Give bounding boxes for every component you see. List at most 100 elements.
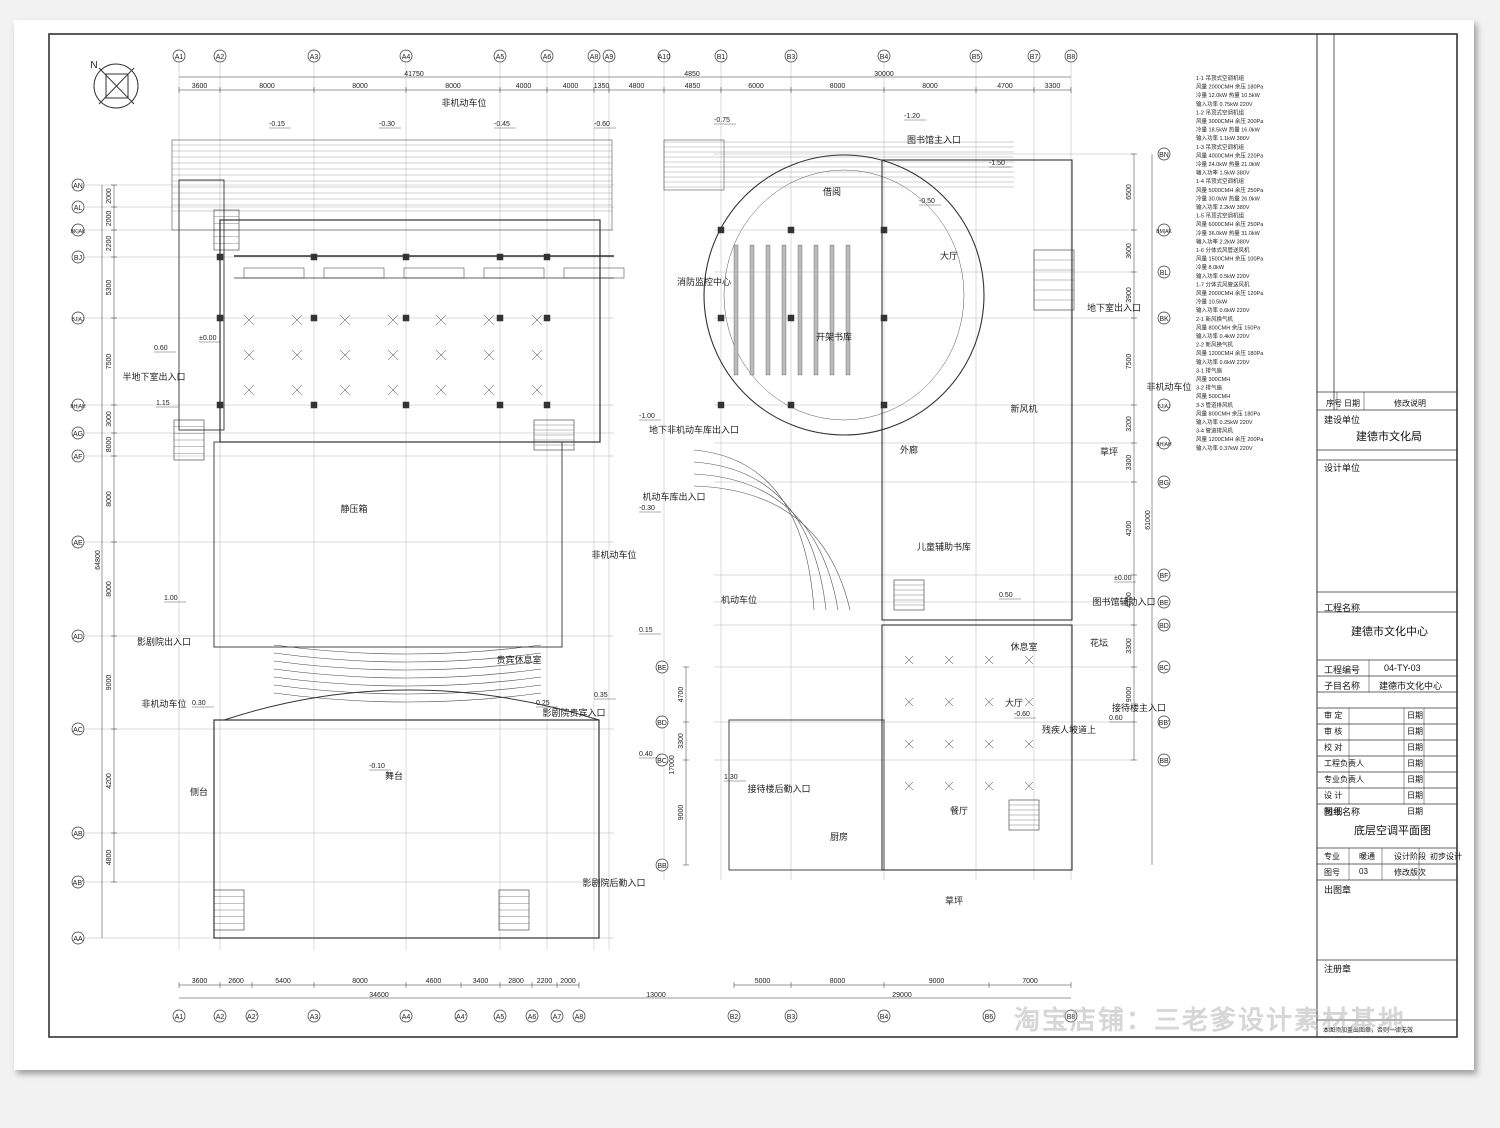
legend-line: 冷量 30.0kW 热量 26.0kW — [1196, 194, 1261, 202]
dim-bottom-right-text: 8000 — [830, 978, 846, 985]
axis-left-label: BJ|AJ — [72, 317, 85, 323]
diffuser-mark — [243, 314, 255, 326]
seat-row — [273, 676, 542, 687]
axis-mid-bubble — [655, 753, 669, 767]
dim-right-text: 4700 — [1126, 592, 1133, 608]
book-shelf — [829, 244, 835, 376]
axis-bottom-bubble — [525, 1009, 539, 1023]
reception-building — [881, 624, 1073, 871]
dim-mid-text: 4700 — [678, 687, 685, 703]
dim-top-text: 4000 — [516, 83, 532, 90]
column — [880, 226, 888, 234]
level-mark: -1.20 — [904, 113, 920, 120]
axis-bottom-bubble — [245, 1009, 259, 1023]
axis-bottom-bubble — [493, 1009, 507, 1023]
legend-line: 输入功率 2.2kW 380V — [1196, 203, 1250, 211]
legend-line: 风量 500CMH — [1196, 393, 1230, 400]
level-mark: ±0.00 — [199, 335, 217, 342]
legend-line: 输入功率 1.5kW 380V — [1196, 169, 1250, 177]
dim-left-text: 8000 — [106, 491, 113, 507]
axis-bottom-label: A1 — [175, 1014, 184, 1021]
north-label: N — [90, 60, 97, 71]
diffuser-mark — [435, 349, 447, 361]
room-label: 影剧院贵宾入口 — [542, 707, 605, 718]
axis-right-label: BB — [1159, 758, 1169, 765]
axis-right-label: BC — [1159, 665, 1169, 672]
dim-top-text: 8000 — [830, 83, 846, 90]
kitchen-block — [728, 719, 885, 871]
legend-line: 冷量 8.0kW — [1196, 263, 1225, 271]
dim-mid-text: 3300 — [678, 733, 685, 749]
revision-label: 修改版次 — [1394, 868, 1426, 877]
diffuser-mark — [387, 314, 399, 326]
sign-date-label: 日期 — [1407, 711, 1423, 720]
axis-left-label: AN — [73, 183, 83, 190]
dim-right-text: 7500 — [1126, 354, 1133, 370]
diffuser-mark — [904, 739, 914, 749]
legend-line: 1-1 吊顶式空调机组 — [1196, 74, 1244, 82]
axis-bottom-bubble — [784, 1009, 798, 1023]
theater-stage-block — [213, 719, 600, 939]
room-label: 消防监控中心 — [677, 276, 731, 287]
column — [787, 314, 795, 322]
legend-line: 2-2 新风换气机 — [1196, 341, 1233, 349]
seat-row — [273, 684, 542, 695]
axis-bottom-label: A2 — [216, 1014, 225, 1021]
dim-bottom-text: 2600 — [228, 978, 244, 985]
legend-line: 冷量 36.0kW 热量 31.0kW — [1196, 229, 1261, 237]
dim-top-text: 8000 — [259, 83, 275, 90]
axis-top-label: A3 — [310, 54, 319, 61]
axis-top-label: B4 — [880, 54, 889, 61]
room-label: 图书馆辅助入口 — [1092, 596, 1155, 607]
column — [216, 314, 224, 322]
dim-top-text: 8000 — [445, 83, 461, 90]
diffuser-mark — [531, 349, 543, 361]
diffuser-mark — [243, 349, 255, 361]
level-mark: 0.15 — [639, 627, 653, 634]
legend-line: 风量 1500CMH 余压 100Pa — [1196, 255, 1264, 263]
axis-bottom-bubble — [213, 1009, 227, 1023]
legend-line: 输入功率 0.6kW 220V — [1196, 306, 1250, 314]
atrium-hall — [213, 441, 563, 648]
diffuser-mark — [984, 781, 994, 791]
level-mark: 0.25 — [536, 700, 550, 707]
dim-total-bottom: 34600 — [369, 992, 389, 999]
diffuser-mark — [984, 739, 994, 749]
item-name: 建德市文化中心 — [1379, 681, 1443, 691]
axis-bottom-bubble — [877, 1009, 891, 1023]
legend-line: 风量 4000CMH 余压 220Pa — [1196, 151, 1264, 159]
room-label: 大厅 — [940, 250, 958, 261]
sign-role: 工程负责人 — [1324, 759, 1364, 768]
dim-bottom-right-text: 5000 — [755, 978, 771, 985]
level-mark: 0.30 — [192, 700, 206, 707]
legend-line: 输入功率 0.4kW 220V — [1196, 332, 1250, 340]
dim-top-text: 3600 — [192, 83, 208, 90]
dim-left-text: 2000 — [106, 188, 113, 204]
design-unit-label: 设计单位 — [1324, 463, 1361, 473]
room-label: 接待楼后勤入口 — [747, 783, 810, 794]
right-canopy — [663, 139, 725, 191]
legend-line: 1-3 吊顶式空调机组 — [1196, 143, 1244, 151]
room-label: 大厅 — [1005, 697, 1023, 708]
legend-line: 1-6 分体式风管送风机 — [1196, 246, 1250, 254]
axis-right-bubble — [1157, 595, 1171, 609]
diffuser-mark — [944, 697, 954, 707]
seal-label: 注册章 — [1324, 964, 1352, 974]
level-mark: -0.60 — [1014, 711, 1030, 718]
axis-top-label: B3 — [787, 54, 796, 61]
column — [880, 401, 888, 409]
book-shelf — [749, 244, 755, 376]
diffuser-mark — [339, 314, 351, 326]
legend-line: 输入功率 2.2kW 380V — [1196, 237, 1250, 245]
axis-right-bubble — [1157, 147, 1171, 161]
legend-line: 1-4 吊顶式空调机组 — [1196, 177, 1244, 185]
legend-line: 输入功率 0.6kW 220V — [1196, 358, 1250, 366]
dim-mid-text: 9000 — [678, 805, 685, 821]
client-label: 建设单位 — [1324, 415, 1361, 425]
dim-top-gap: 4850 — [684, 71, 700, 78]
dim-bottom-text: 3400 — [473, 978, 489, 985]
dim-top-text: 4700 — [997, 83, 1013, 90]
axis-left-label: AG — [73, 431, 83, 438]
column — [543, 401, 551, 409]
